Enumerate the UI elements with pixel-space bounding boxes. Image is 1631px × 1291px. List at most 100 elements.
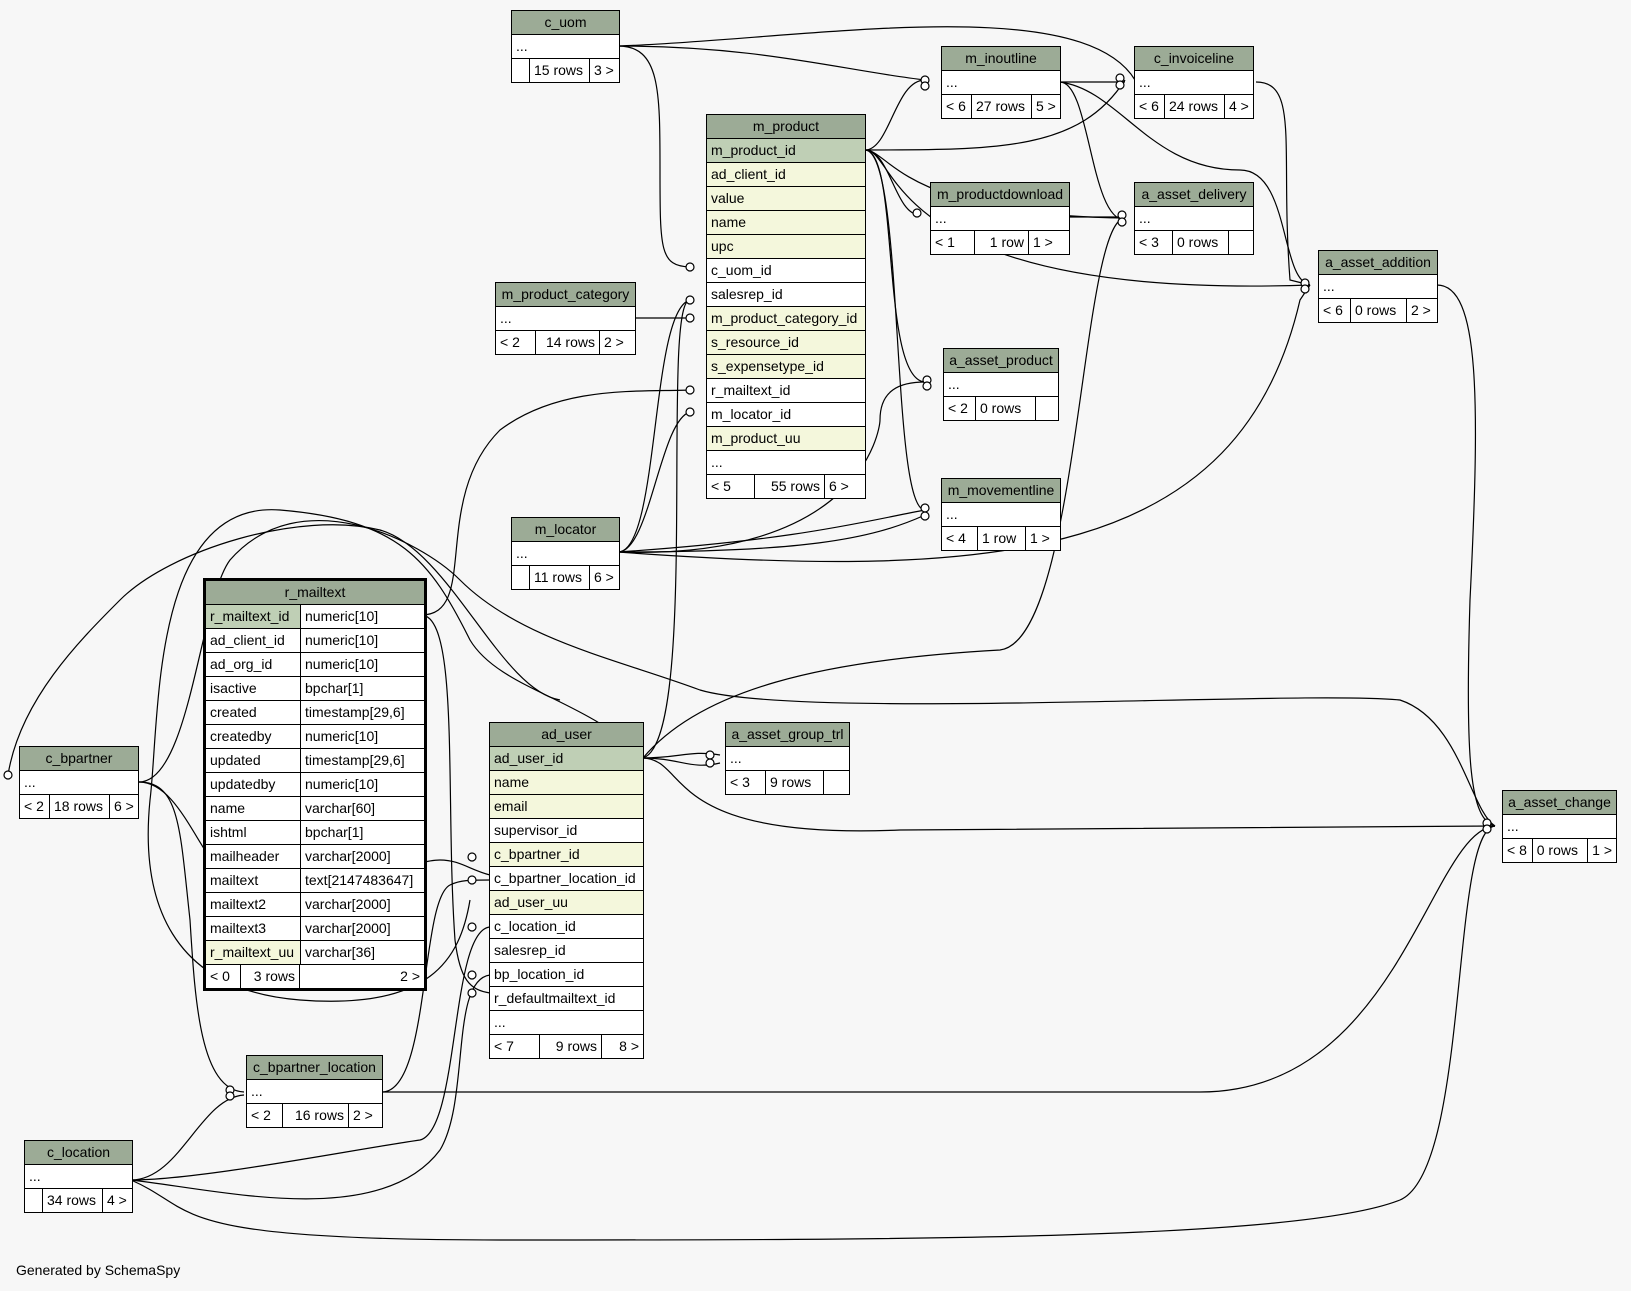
column-ellipsis: ... (711, 454, 723, 470)
column-name: name (711, 214, 747, 230)
edge (864, 149, 926, 383)
edge-end-marker (467, 852, 477, 862)
table-title: r_mailtext (206, 581, 424, 605)
edge-end-marker (467, 875, 477, 885)
column-ellipsis: ... (516, 38, 528, 54)
edge-end-marker (685, 385, 695, 395)
row-count: 55 rows (755, 475, 825, 498)
table-ad-user[interactable]: ad_user ad_user_id name email supervisor… (489, 722, 644, 1059)
edge-end-marker (467, 988, 477, 998)
children-count: 1 > (1033, 234, 1053, 250)
parents-count: < 2 (944, 397, 976, 420)
column-created: created (206, 701, 301, 724)
column-salesrep-id: salesrep_id (711, 286, 783, 302)
column-type: timestamp[29,6] (305, 752, 405, 768)
column-r-mailtext-id: r_mailtext_id (206, 605, 301, 628)
table-title: m_productdownload (931, 183, 1069, 207)
table-title: ad_user (490, 723, 643, 747)
parents-count: < 2 (20, 795, 50, 818)
edge-end-marker (705, 750, 715, 760)
children-count: 2 > (604, 334, 624, 350)
table-title: c_location (25, 1141, 132, 1165)
edge-end-marker (920, 75, 930, 85)
parents-count (25, 1189, 43, 1212)
edge (130, 1094, 245, 1181)
edge (864, 149, 926, 511)
table-title: a_asset_change (1503, 791, 1616, 815)
parents-count: < 3 (726, 771, 766, 794)
column-isactive: isactive (206, 677, 301, 700)
parents-count: < 3 (1135, 231, 1173, 254)
column-type: bpchar[1] (305, 824, 364, 840)
column-salesrep-id: salesrep_id (494, 942, 566, 958)
row-count: 9 rows (540, 1035, 602, 1058)
table-title: a_asset_product (944, 349, 1058, 373)
row-count: 24 rows (1165, 95, 1225, 118)
column-ellipsis: ... (251, 1083, 263, 1099)
column-email: email (494, 798, 528, 814)
edge (642, 752, 721, 759)
edge (617, 45, 691, 268)
column-name: name (206, 797, 301, 820)
parents-count: < 6 (942, 95, 972, 118)
column-type: text[2147483647] (305, 872, 414, 888)
table-title: m_locator (512, 518, 619, 542)
table-m-product[interactable]: m_product m_product_id ad_client_id valu… (706, 114, 866, 499)
edge (617, 509, 926, 553)
edge-end-marker (467, 922, 477, 932)
children-count: 2 > (353, 1107, 373, 1123)
children-count (1229, 231, 1237, 254)
children-count: 4 > (1229, 98, 1249, 114)
table-title: m_product (707, 115, 865, 139)
column-type: numeric[10] (305, 776, 379, 792)
children-count: 5 > (1036, 98, 1056, 114)
edge-end-marker (225, 1091, 235, 1101)
column-m-product-id: m_product_id (711, 142, 796, 158)
column-type: varchar[60] (305, 800, 376, 816)
column-type: numeric[10] (305, 608, 379, 624)
row-count: 15 rows (530, 59, 590, 82)
table-title: a_asset_addition (1319, 251, 1437, 275)
column-ellipsis: ... (948, 376, 960, 392)
column-ellipsis: ... (946, 506, 958, 522)
edge-end-marker (467, 970, 477, 980)
children-count: 6 > (594, 569, 614, 585)
edge (642, 757, 721, 766)
row-count: 14 rows (536, 331, 600, 354)
column-ad-user-id: ad_user_id (494, 750, 564, 766)
children-count: 6 > (114, 798, 134, 814)
column-r-mailtext-uu: r_mailtext_uu (206, 941, 301, 964)
column-type: numeric[10] (305, 632, 379, 648)
row-count: 0 rows (1533, 839, 1589, 862)
column-ad-client-id: ad_client_id (206, 629, 301, 652)
column-mailtext3: mailtext3 (206, 917, 301, 940)
column-type: bpchar[1] (305, 680, 364, 696)
column-name: name (494, 774, 530, 790)
table-title: a_asset_delivery (1135, 183, 1253, 207)
row-count: 9 rows (766, 771, 824, 794)
children-count: 8 > (619, 1038, 639, 1054)
column-createdby: createdby (206, 725, 301, 748)
edge-end-marker (920, 503, 930, 513)
table-title: a_asset_group_trl (726, 723, 849, 747)
parents-count: < 0 (206, 965, 241, 988)
column-s-resource-id: s_resource_id (711, 334, 799, 350)
column-ad-user-uu: ad_user_uu (494, 894, 568, 910)
column-c-bpartner-location-id: c_bpartner_location_id (494, 870, 636, 886)
